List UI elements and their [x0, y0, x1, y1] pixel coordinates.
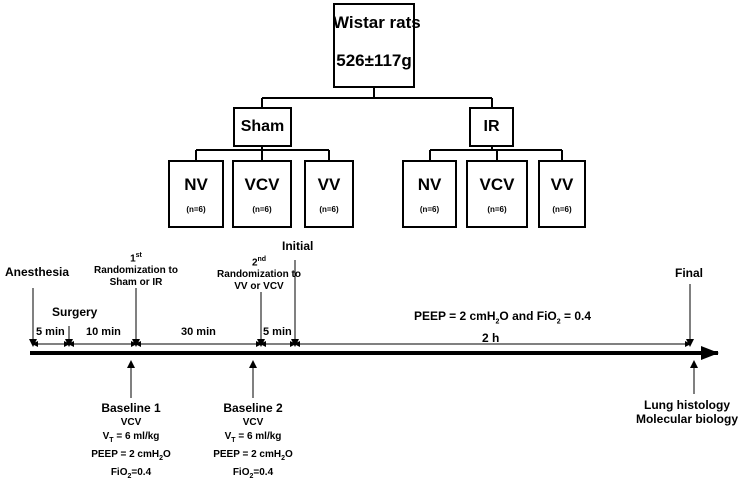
duration-1: 5 min [36, 326, 65, 338]
ir-vv-box [538, 160, 586, 228]
event-surgery: Surgery [52, 305, 98, 319]
duration-5: 2 h [482, 331, 500, 345]
baseline-2: Baseline 2 VCV VT = 6 ml/kg PEEP = 2 cmH… [213, 401, 293, 481]
event-randomization-2: 2nd Randomization to VV or VCV [217, 256, 301, 293]
root-weight: 526±117g [336, 51, 412, 70]
outcomes: Lung histology Molecular biology [635, 398, 738, 426]
sham-nv-label: NV [184, 175, 208, 194]
sham-vcv-box [232, 160, 292, 228]
group-label-ir: IR [483, 118, 500, 135]
group-label-sham: Sham [240, 118, 285, 135]
event-final: Final [675, 266, 704, 280]
ir-vv-count: (n=6) [552, 205, 572, 214]
ir-vcv-label: VCV [479, 175, 515, 194]
event-randomization-1: 1st Randomization to Sham or IR [94, 252, 178, 289]
root-title: Wistar rats [333, 13, 421, 32]
ir-vcv-box [466, 160, 528, 228]
peep-condition: PEEP = 2 cmH2O and FiO2 = 0.4 [414, 309, 592, 326]
sham-vcv-label: VCV [244, 175, 280, 194]
ir-nv-label: NV [417, 175, 442, 194]
event-initial: Initial [282, 239, 314, 253]
ir-nv-count: (n=6) [419, 205, 440, 214]
group-box-sham [233, 107, 292, 147]
ir-vcv-count: (n=6) [487, 205, 507, 214]
sham-nv-box [168, 160, 224, 228]
ir-nv-box [402, 160, 457, 228]
duration-3: 30 min [181, 326, 216, 338]
sham-vv-box [304, 160, 354, 228]
tree-connectors [195, 88, 563, 160]
duration-4: 5 min [263, 326, 292, 338]
duration-2: 10 min [86, 326, 121, 338]
sham-vv-label: VV [317, 175, 341, 194]
baseline-1: Baseline 1 VCV VT = 6 ml/kg PEEP = 2 cmH… [91, 401, 171, 481]
event-anesthesia: Anesthesia [5, 265, 70, 279]
group-box-ir [469, 107, 514, 147]
ir-vv-label: VV [550, 175, 574, 194]
sham-nv-count: (n=6) [186, 205, 206, 214]
sham-vv-count: (n=6) [319, 205, 339, 214]
sham-vcv-count: (n=6) [252, 205, 272, 214]
root-box [333, 3, 415, 88]
